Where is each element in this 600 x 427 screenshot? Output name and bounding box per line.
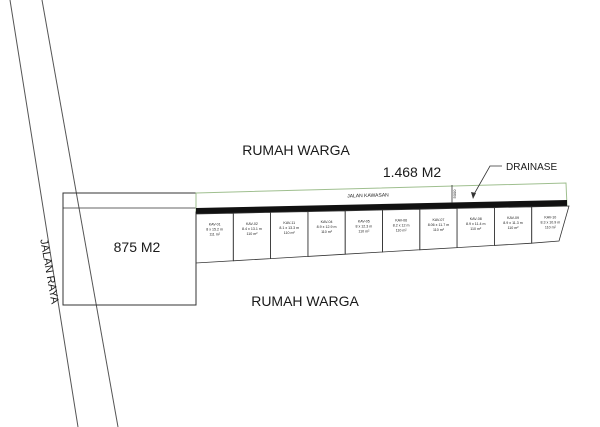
parcel-875 [62, 192, 197, 306]
jalan-raya-label: JALAN RAYA [37, 238, 60, 305]
lot-area-label: 110 m² [545, 225, 557, 229]
lot-dims-label: 8.9 x 11.3 m [503, 221, 523, 225]
lot-dims-label: 8.2 x 12 m [393, 224, 410, 228]
lot-area-label: 110 m² [321, 230, 333, 234]
lot-id-label: KAV-06 [395, 219, 407, 223]
lot-kav-01 [195, 212, 234, 264]
lot-dims-label: 8.06 x 11.7 m [428, 223, 450, 227]
lot-area-label: 110 m² [508, 226, 520, 230]
lot-id-label: KAV-07 [432, 218, 444, 222]
lot-dims-label: 8.3 x 10.9 m [540, 220, 560, 224]
drainase-label: DRAINASE [506, 162, 557, 173]
jalan-kawasan-road [196, 200, 567, 214]
lot-id-label: KAV-10 [544, 215, 556, 219]
lot-dims-label: 8.9 x 11.4 m [466, 222, 486, 226]
road-width-dimension: 5000 [452, 189, 457, 199]
lot-kav-02 [232, 211, 272, 262]
rumah-warga-top-label: RUMAH WARGA [242, 142, 350, 158]
lot-area-label: 110 m² [358, 229, 370, 233]
area-total-label: 1.468 M2 [383, 164, 442, 180]
jalan-raya-edge-left [9, 0, 79, 427]
lot-area-label: 110 m² [433, 228, 445, 232]
lot-id-label: KAV-11 [283, 221, 295, 225]
lot-kav-10 [531, 205, 570, 244]
rumah-warga-bottom-label: RUMAH WARGA [251, 293, 359, 309]
lot-dims-label: 8 x 15.2 m [206, 228, 223, 232]
lot-id-label: KAV-04 [321, 220, 333, 224]
lot-area-label: 111 m² [209, 233, 220, 237]
jalan-raya-edge-right [41, 0, 119, 427]
jalan-raya-road [9, 0, 119, 427]
lot-id-label: KAV-08 [470, 217, 482, 221]
lot-area-label: 110 m² [246, 232, 258, 236]
lot-id-label: KAV-02 [246, 222, 258, 226]
lot-dims-label: 8 x 12.3 m [355, 224, 372, 228]
lot-id-label: KAV-05 [358, 219, 370, 223]
drainase-arrowhead [471, 192, 476, 199]
lot-area-label: 110 m² [470, 227, 482, 231]
drainase-leader-line [472, 165, 502, 197]
parcel-875-label: 875 M2 [114, 239, 161, 255]
lot-dims-label: 8.1 x 13.3 m [279, 226, 299, 230]
lot-area-label: 110 m² [396, 229, 408, 233]
lot-dims-label: 8.9 x 12.9 m [317, 225, 337, 229]
lot-id-label: KAV-01 [209, 223, 221, 227]
lot-id-label: KAV-09 [507, 216, 519, 220]
lot-kav-11 [270, 211, 309, 260]
jalan-kawasan-label: JALAN KAWASAN [347, 192, 389, 199]
lot-area-label: 110 m² [284, 231, 296, 235]
lot-dims-label: 8.4 x 13.1 m [242, 227, 262, 231]
